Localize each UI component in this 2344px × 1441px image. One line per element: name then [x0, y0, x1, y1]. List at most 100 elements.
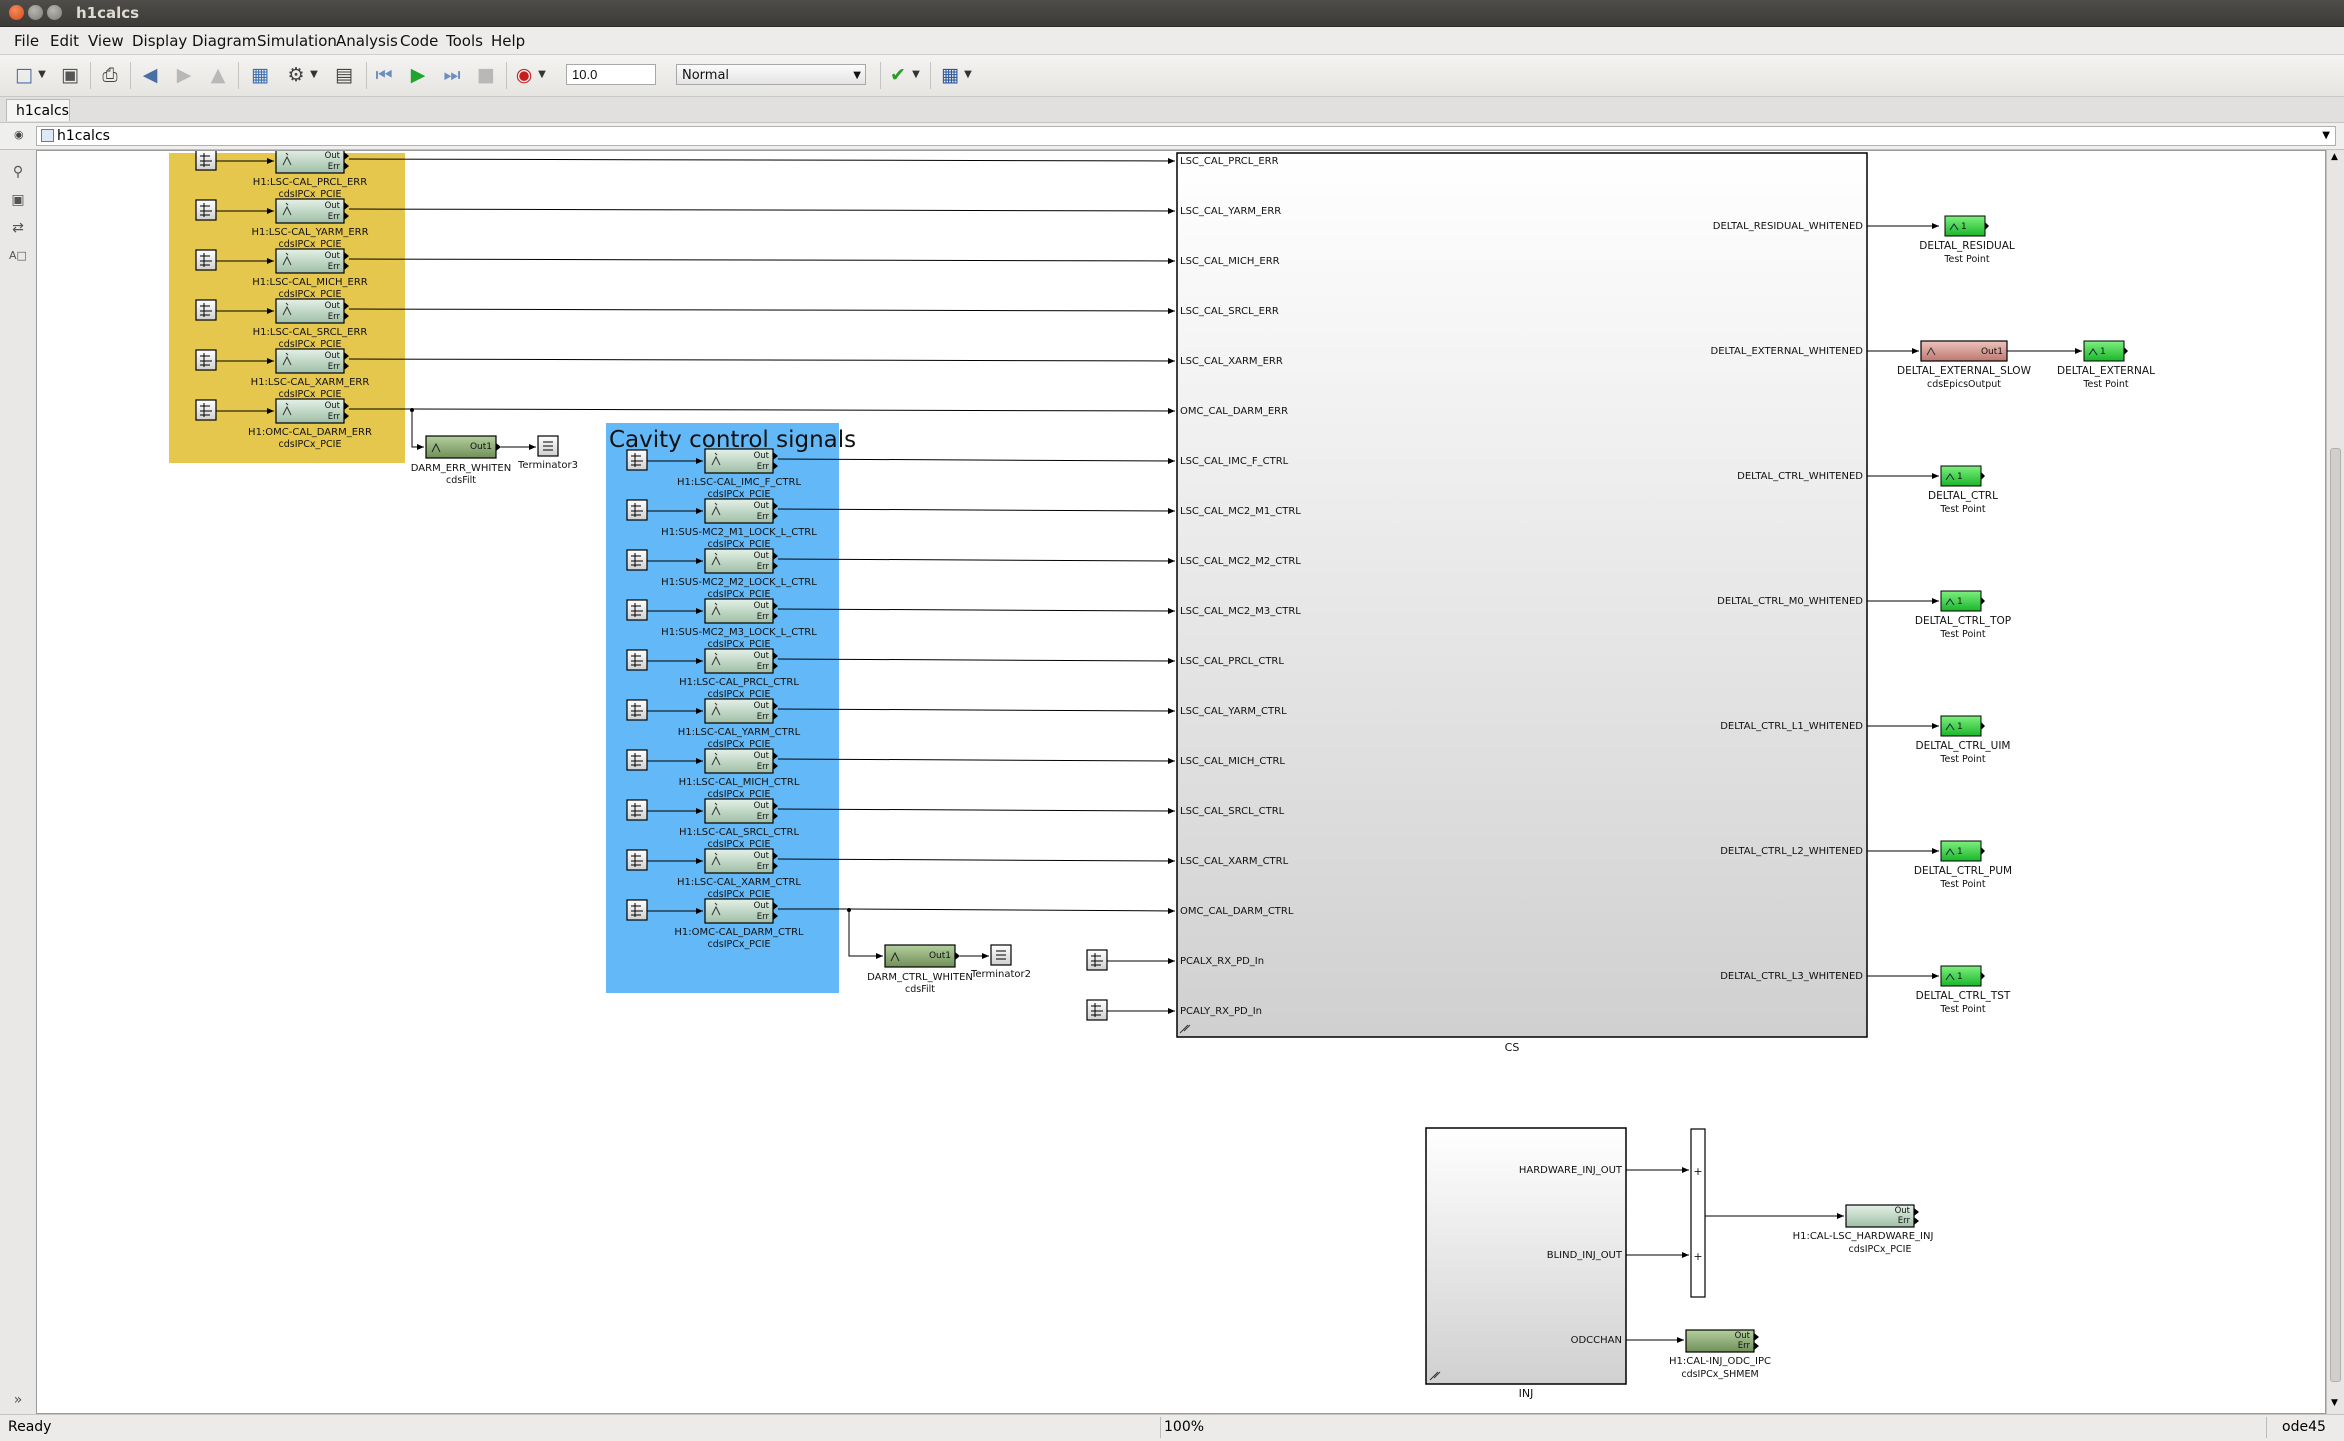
ground-block[interactable]	[626, 749, 648, 771]
library-browser-icon[interactable]: ▦	[251, 64, 269, 86]
maximize-window-button[interactable]	[47, 5, 62, 20]
run-icon[interactable]: ▶	[410, 64, 426, 86]
close-window-button[interactable]	[9, 5, 24, 20]
model-path-breadcrumb[interactable]: h1calcs ▼	[36, 126, 2336, 146]
forward-icon[interactable]: ▶	[176, 64, 192, 86]
grid-dropdown-icon[interactable]: ▼	[964, 69, 972, 80]
stop-icon[interactable]: ■	[477, 64, 495, 86]
menu-help[interactable]: Help	[491, 32, 526, 50]
hide-browser-icon[interactable]: ◉	[14, 128, 24, 141]
check-dropdown-icon[interactable]: ▼	[912, 69, 920, 80]
terminator3-block[interactable]: Terminator3	[517, 435, 578, 471]
path-dropdown-icon[interactable]: ▼	[2322, 130, 2330, 141]
ground-block[interactable]	[195, 299, 217, 321]
ground-block[interactable]	[195, 199, 217, 221]
scroll-down-icon[interactable]: ▼	[2331, 1398, 2338, 1408]
grid-view-icon[interactable]: ▦	[941, 64, 959, 86]
menu-file[interactable]: File	[14, 32, 40, 50]
print-icon[interactable]: ⎙	[102, 64, 118, 86]
fit-view-icon[interactable]: ▣	[11, 192, 25, 208]
ipc-receiver-block[interactable]: OutErrH1:SUS-MC2_M3_LOCK_L_CTRLcdsIPCx_P…	[661, 598, 817, 650]
cs-subsystem-block[interactable]: CSLSC_CAL_PRCL_ERRLSC_CAL_YARM_ERRLSC_CA…	[1176, 152, 1868, 1054]
terminator2-block[interactable]: Terminator2	[970, 944, 1031, 980]
menu-diagram[interactable]: Diagram	[192, 32, 257, 50]
ground-block[interactable]	[195, 349, 217, 371]
ipc-receiver-block[interactable]: OutErrH1:SUS-MC2_M2_LOCK_L_CTRLcdsIPCx_P…	[661, 548, 817, 600]
tab-h1calcs[interactable]: h1calcs	[6, 99, 70, 121]
scrollbar-thumb[interactable]	[2330, 448, 2341, 1382]
expand-palette-icon[interactable]: »	[13, 1392, 23, 1408]
check-model-icon[interactable]: ✔	[890, 64, 906, 86]
model-settings-icon[interactable]: ⚙	[287, 64, 305, 86]
ground-block[interactable]	[195, 399, 217, 421]
ipc-receiver-block[interactable]: OutErrH1:SUS-MC2_M1_LOCK_L_CTRLcdsIPCx_P…	[661, 498, 817, 550]
ground-block[interactable]	[1086, 999, 1108, 1021]
record-icon[interactable]: ◉	[515, 64, 533, 86]
model-explorer-icon[interactable]: ▤	[335, 64, 353, 86]
new-model-icon[interactable]: □	[15, 64, 33, 86]
block-diagram[interactable]: Cavity control signals CSLSC_CAL_PRCL_ER…	[37, 151, 2325, 1413]
arrows-icon[interactable]: ⇄	[12, 220, 24, 236]
ground-block[interactable]	[626, 499, 648, 521]
menu-analysis[interactable]: Analysis	[336, 32, 398, 50]
vertical-scrollbar[interactable]: ▲ ▼	[2326, 150, 2344, 1414]
ground-block[interactable]	[195, 249, 217, 271]
menu-tools[interactable]: Tools	[446, 32, 483, 50]
ground-block[interactable]	[195, 151, 217, 171]
scroll-up-icon[interactable]: ▲	[2331, 152, 2338, 162]
new-dropdown-icon[interactable]: ▼	[38, 69, 46, 80]
ground-block[interactable]	[626, 599, 648, 621]
record-dropdown-icon[interactable]: ▼	[538, 69, 546, 80]
menu-simulation[interactable]: Simulation	[257, 32, 337, 50]
stop-time-input[interactable]	[566, 64, 656, 85]
settings-dropdown-icon[interactable]: ▼	[310, 69, 318, 80]
step-back-icon[interactable]: ⏮	[375, 64, 393, 86]
back-icon[interactable]: ◀	[142, 64, 158, 86]
simulation-mode-select[interactable]: Normal ▼	[676, 64, 866, 85]
step-forward-icon[interactable]: ⏭	[443, 64, 461, 86]
annotation-icon[interactable]: A□	[9, 249, 27, 262]
ground-block[interactable]	[626, 549, 648, 571]
save-icon[interactable]: ▣	[61, 64, 79, 86]
ground-block[interactable]	[626, 449, 648, 471]
ground-block[interactable]	[626, 849, 648, 871]
minimize-window-button[interactable]	[28, 5, 43, 20]
ipc-sender-hardware-inj[interactable]: OutErrH1:CAL-LSC_HARDWARE_INJcdsIPCx_PCI…	[1793, 1204, 1934, 1255]
zoom-icon[interactable]: ⚲	[12, 164, 24, 180]
ground-block[interactable]	[626, 699, 648, 721]
ground-block[interactable]	[626, 899, 648, 921]
ground-block[interactable]	[626, 799, 648, 821]
menu-code[interactable]: Code	[400, 32, 439, 50]
up-icon[interactable]: ▲	[210, 64, 226, 86]
ground-block[interactable]	[1086, 949, 1108, 971]
menu-edit[interactable]: Edit	[50, 32, 80, 50]
ground-block[interactable]	[626, 649, 648, 671]
sum-block[interactable]: ++	[1690, 1128, 1706, 1298]
menu-display[interactable]: Display	[132, 32, 188, 50]
